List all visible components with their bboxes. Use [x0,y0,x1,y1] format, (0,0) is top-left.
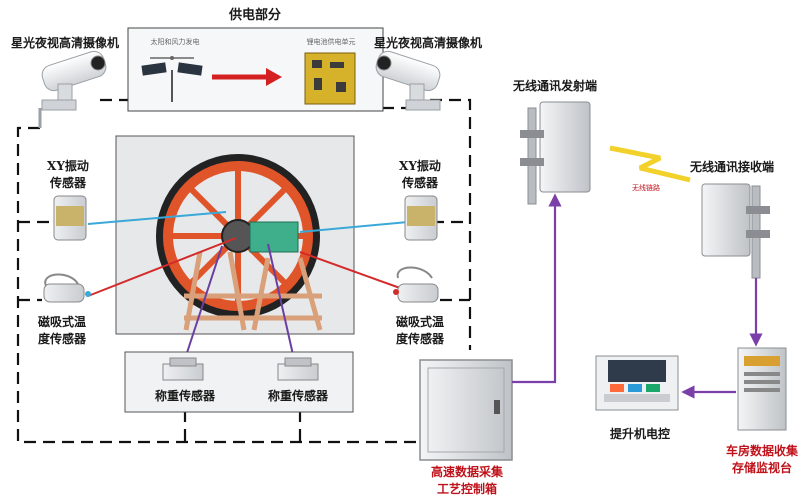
weight-line-right [267,243,297,369]
xy-sensor-right-label-2: 传感器 [401,175,439,190]
controller-label-1: 高速数据采集 [431,464,504,479]
datacenter-label-2: 存储监视台 [731,460,792,475]
solar-caption: 太阳和风力发电 [151,37,200,46]
battery-unit-icon [304,52,356,105]
wireless-tx-icon [520,101,591,205]
camera-right-icon [375,50,441,111]
temperature-line-right [299,251,401,289]
vibration-sensor-right-icon [404,195,438,241]
dashed-network-lines [16,98,472,444]
server-cabinet-icon [737,347,787,431]
lightning-icon [609,145,691,183]
data-links [512,193,763,399]
temp-sensor-left-label-1: 磁吸式温 [37,314,86,329]
datacenter-label-1: 车房数据收集 [726,443,799,458]
weighing-sensor-right-icon [277,357,319,381]
vibration-line-left [87,211,227,225]
sensor-lines [87,211,409,369]
controller-label-2: 工艺控制箱 [437,481,497,496]
camera-right-label: 星光夜视高清摄像机 [374,35,482,50]
camera-left-icon [38,50,107,128]
solar-panel-icon [141,56,203,102]
wireless-rx-label: 无线通讯接收端 [689,159,774,174]
weighing-panel: 称重传感器 称重传感器 [124,351,354,413]
wireless-link-label: 无线链路 [632,183,660,192]
wireless-rx-icon [701,183,770,279]
xy-sensor-left-label-2: 传感器 [49,175,87,190]
hoist-control-label: 提升机电控 [610,426,670,441]
weighing-sensor-right-label: 称重传感器 [268,388,329,403]
link-cabinet-to-tx [512,193,562,384]
control-cabinet-icon [419,359,513,461]
weight-line-left [181,245,223,369]
power-section: 供电部分 太阳和风力发电 锂电池供电单元 [127,7,384,112]
vibration-sensor-left-icon [53,195,87,241]
temperature-sensor-left-icon [43,273,91,303]
weighing-sensor-left-icon [162,357,204,381]
xy-sensor-left-label-1: XY振动 [47,158,89,173]
hoist-wheel-panel [115,135,355,335]
control-console-icon [595,355,679,411]
camera-left-label: 星光夜视高清摄像机 [11,35,119,50]
temp-sensor-right-label-2: 度传感器 [396,331,445,346]
battery-caption: 锂电池供电单元 [307,37,356,46]
hoist-wheel-icon [156,154,323,331]
weighing-sensor-left-label: 称重传感器 [155,388,216,403]
wireless-tx-label: 无线通讯发射端 [512,78,597,93]
temp-sensor-right-label-1: 磁吸式温 [395,314,444,329]
dash-left-bus [16,126,420,444]
dash-right-bus [430,98,472,350]
temperature-sensor-right-icon [393,266,439,303]
xy-sensor-right-label-1: XY振动 [399,158,441,173]
vibration-line-right [299,221,409,233]
temp-sensor-left-label-2: 度传感器 [38,331,87,346]
power-section-title: 供电部分 [228,7,281,23]
temperature-line-left [87,237,237,297]
power-arrow [212,68,282,86]
